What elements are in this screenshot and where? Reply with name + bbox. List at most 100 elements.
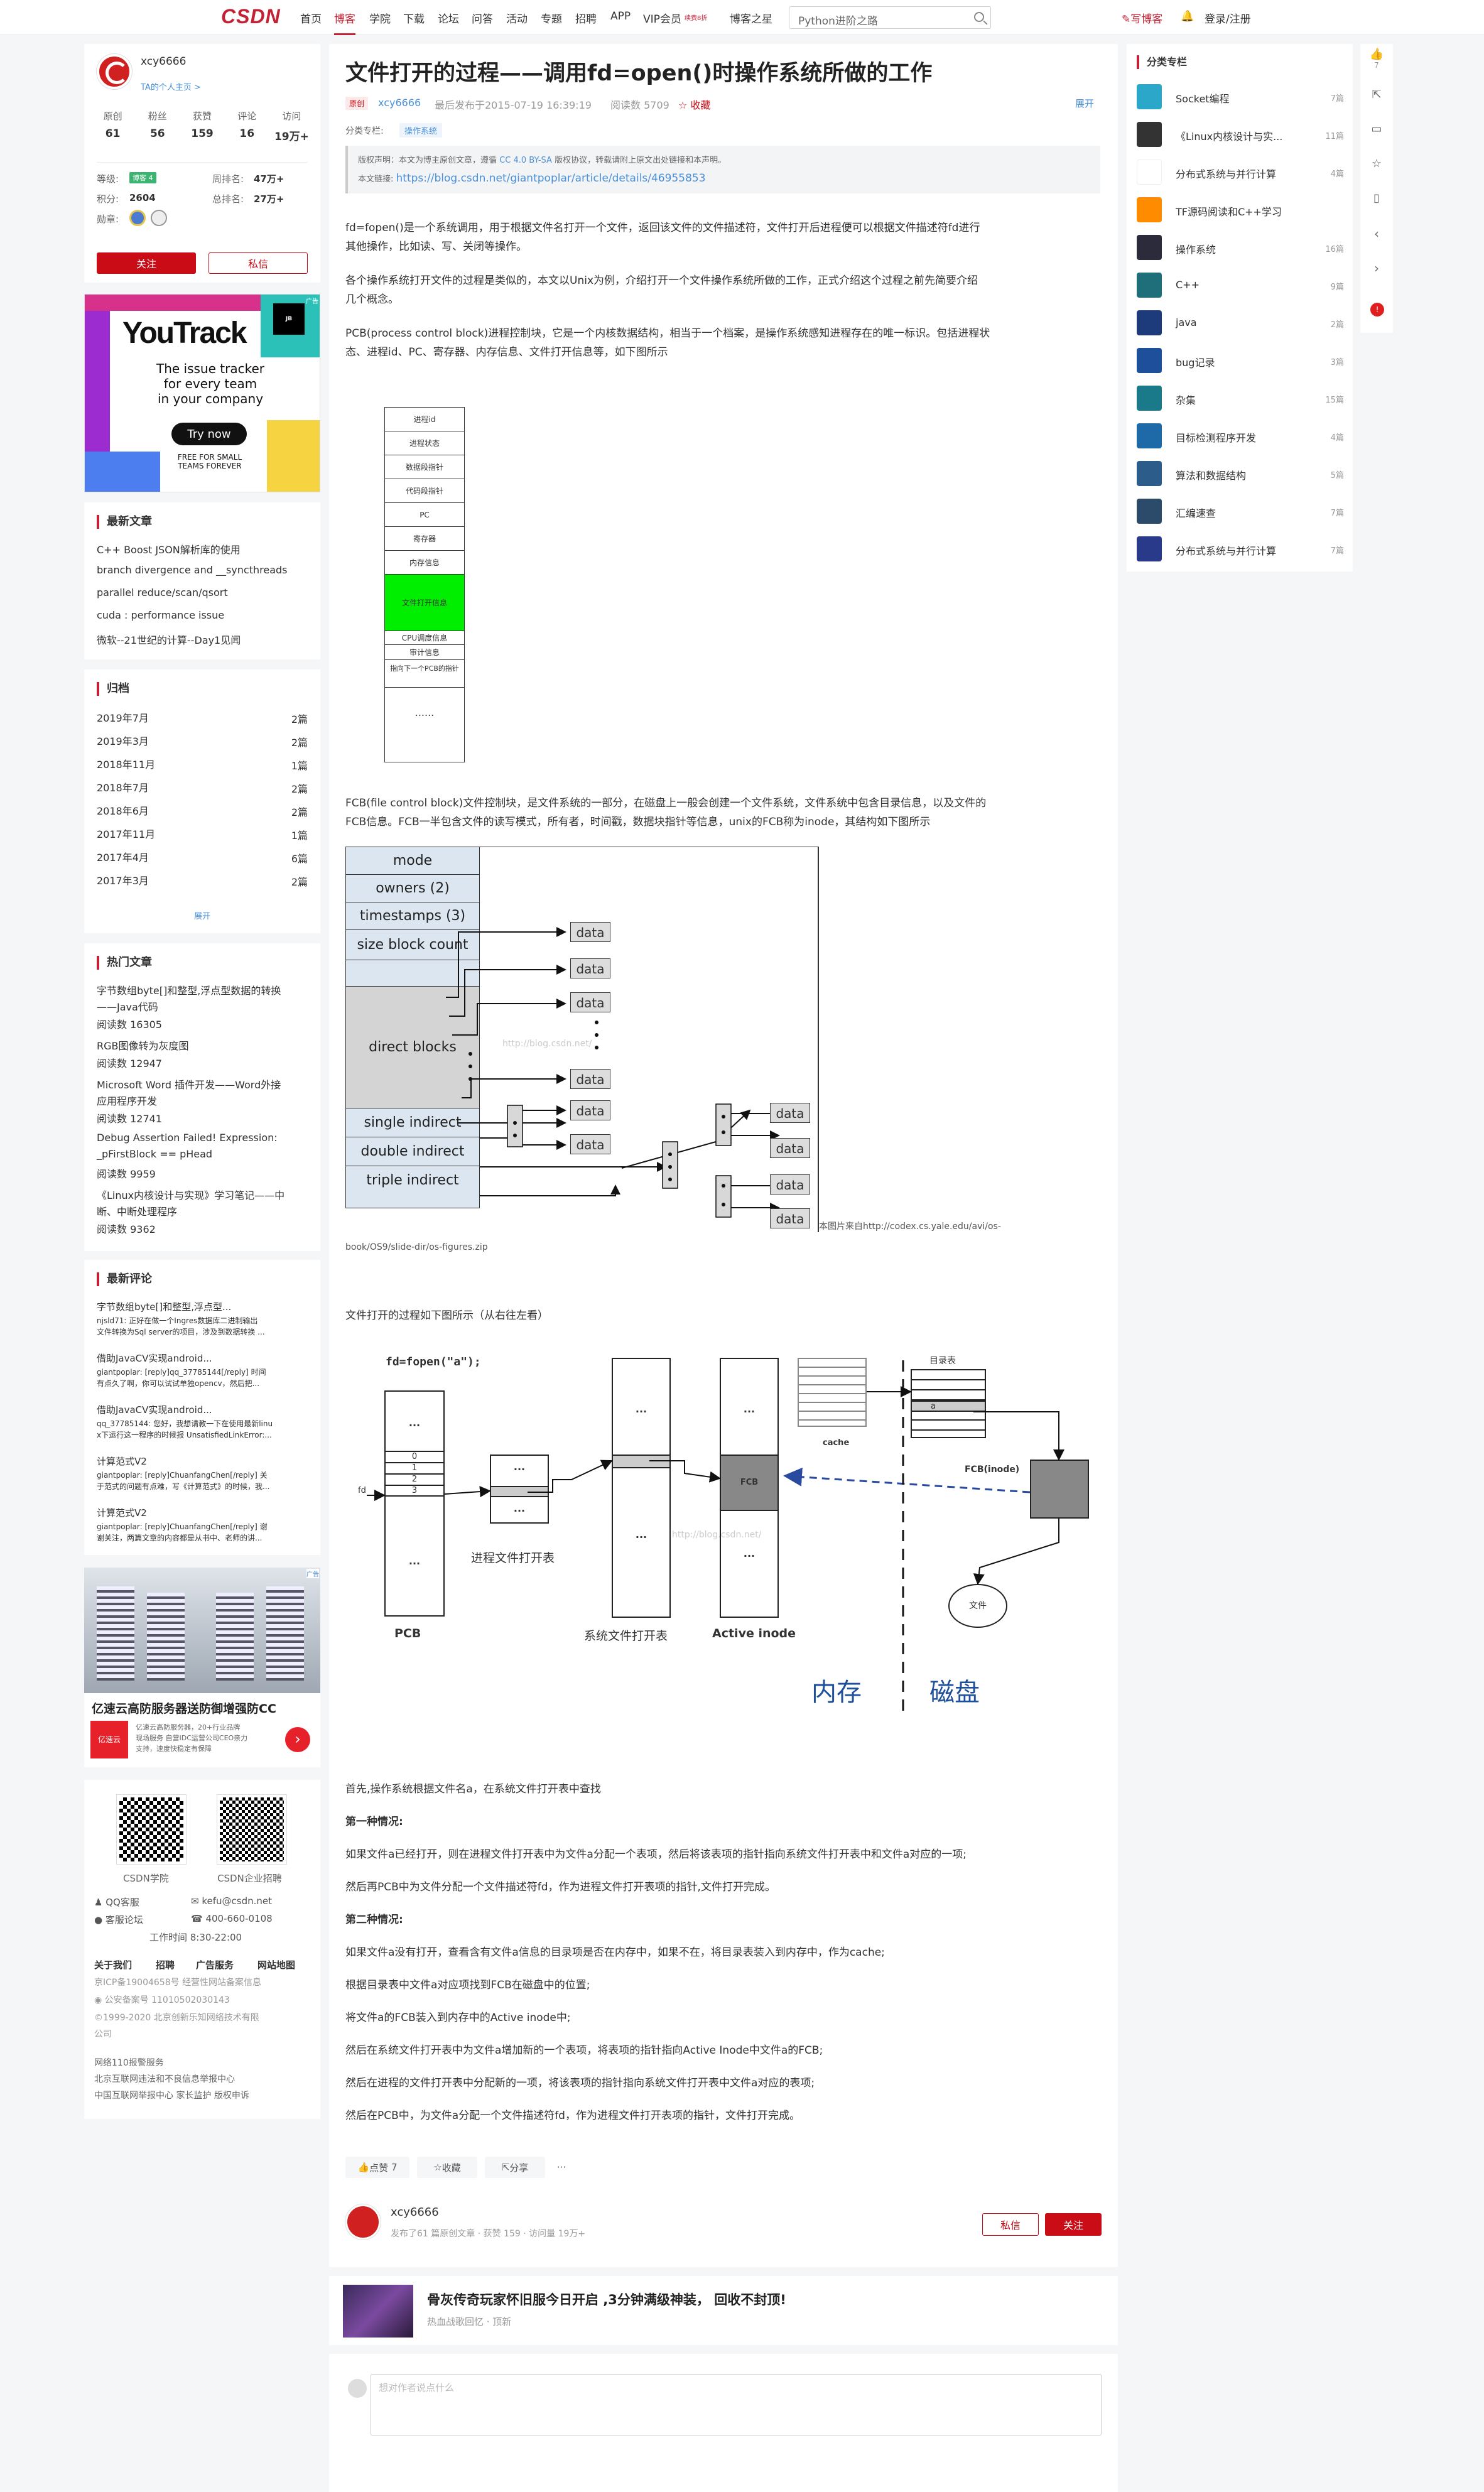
column-link[interactable]: 算法和数据结构 (1176, 470, 1247, 482)
recent-article-link[interactable]: branch divergence and __syncthreads (97, 564, 288, 576)
license-link[interactable]: CC 4.0 BY-SA (499, 156, 552, 165)
arrow-right-icon[interactable]: › (285, 1727, 310, 1752)
recent-article-link[interactable]: C++ Boost JSON解析库的使用 (97, 544, 241, 556)
nav-app[interactable]: APP (610, 10, 631, 23)
search-input[interactable]: Python进阶之路 (789, 6, 991, 29)
share-icon[interactable]: ⇱ (1372, 88, 1382, 101)
nav-blog-star[interactable]: 博客之星 (730, 13, 772, 26)
category-tag[interactable]: 操作系统 (399, 123, 443, 138)
expand-link[interactable]: 展开 (1075, 98, 1095, 109)
phone-link[interactable]: ☎ 400-660-0108 (191, 1913, 273, 1924)
comment-author[interactable]: qq_37785144: (97, 1419, 151, 1428)
column-link[interactable]: 分布式系统与并行计算 (1176, 168, 1277, 180)
archive-expand-link[interactable]: 展开 (193, 912, 210, 921)
profile-home-link[interactable]: TA的个人主页 > (141, 83, 201, 92)
nav-events[interactable]: 活动 (506, 13, 528, 26)
hot-article-link[interactable]: 《Linux内核设计与实现》学习笔记——中 (97, 1189, 285, 1201)
forum-link[interactable]: ● 客服论坛 (94, 1913, 143, 1926)
follow-button[interactable]: 关注 (97, 252, 196, 274)
hot-article-link-cont[interactable]: 应用程序开发 (97, 1095, 158, 1107)
search-icon[interactable] (974, 12, 984, 22)
archive-month[interactable]: 2018年7月 (97, 782, 149, 794)
like-button[interactable]: 👍 点赞 7 (345, 2157, 409, 2178)
footer-sitemap-link[interactable]: 网站地图 (257, 1959, 296, 1971)
author-avatar[interactable] (345, 2204, 381, 2240)
author-follow-button[interactable]: 关注 (1045, 2213, 1102, 2236)
nav-vip[interactable]: VIP会员 (643, 13, 681, 26)
comment-input[interactable]: 想对作者说点什么 (371, 2374, 1102, 2435)
report-110-link[interactable]: 网络110报警服务 (94, 2058, 164, 2068)
author-name[interactable]: xcy6666 (391, 2206, 439, 2219)
column-link[interactable]: TF源码阅读和C++学习 (1176, 206, 1282, 218)
rail-like[interactable]: 👍7 (1360, 44, 1393, 79)
try-now-button[interactable]: Try now (171, 423, 247, 445)
report-center-link[interactable]: 中国互联网举报中心 (94, 2091, 173, 2101)
medal-icon[interactable] (151, 210, 167, 226)
login-link[interactable]: 登录/注册 (1205, 13, 1251, 26)
comment-article-link[interactable]: 计算范式V2 (97, 1507, 147, 1519)
collect-link[interactable]: ☆ 收藏 (678, 97, 710, 112)
nav-download[interactable]: 下载 (403, 13, 425, 26)
police-record[interactable]: ◉ 公安备案号 11010502030143 (94, 1993, 230, 2006)
column-link[interactable]: bug记录 (1176, 357, 1215, 369)
nav-forum[interactable]: 论坛 (438, 13, 459, 26)
more-button[interactable]: ··· (556, 2162, 566, 2173)
hot-article-link[interactable]: RGB图像转为灰度图 (97, 1040, 189, 1052)
comment-article-link[interactable]: 字节数组byte[]和整型,浮点型... (97, 1301, 232, 1313)
lic-link[interactable]: 经营性网站备案信息 (182, 1978, 262, 1988)
column-link[interactable]: 目标检测程序开发 (1176, 432, 1257, 444)
nav-academy[interactable]: 学院 (369, 13, 391, 26)
nav-topics[interactable]: 专题 (541, 13, 562, 26)
archive-month[interactable]: 2018年6月 (97, 805, 149, 817)
hot-article-link-cont[interactable]: ——Java代码 (97, 1001, 158, 1013)
archive-month[interactable]: 2017年3月 (97, 875, 149, 887)
article-author-link[interactable]: xcy6666 (378, 97, 421, 109)
recent-article-link[interactable]: 微软--21世纪的计算--Day1见闻 (97, 634, 241, 646)
avatar[interactable] (97, 54, 132, 89)
archive-month[interactable]: 2019年7月 (97, 712, 149, 724)
message-button[interactable]: 私信 (209, 252, 308, 274)
archive-month[interactable]: 2019年3月 (97, 735, 149, 747)
nav-qa[interactable]: 问答 (472, 13, 493, 26)
column-link[interactable]: java (1176, 317, 1197, 328)
recent-article-link[interactable]: parallel reduce/scan/qsort (97, 587, 228, 599)
nav-blog[interactable]: 博客 (334, 10, 355, 35)
comment-article-link[interactable]: 借助JavaCV实现android... (97, 1353, 212, 1364)
column-link[interactable]: 《Linux内核设计与实... (1176, 131, 1283, 143)
email-link[interactable]: ✉ kefu@csdn.net (191, 1895, 272, 1907)
hot-article-link[interactable]: 字节数组byte[]和整型,浮点型数据的转换 (97, 985, 281, 997)
recent-article-link[interactable]: cuda : performance issue (97, 609, 225, 621)
hot-article-link[interactable]: Microsoft Word 插件开发——Word外接 (97, 1079, 281, 1091)
footer-about-link[interactable]: 关于我们 (94, 1959, 133, 1971)
comment-article-link[interactable]: 计算范式V2 (97, 1456, 147, 1467)
column-link[interactable]: C++ (1176, 279, 1200, 291)
medal-icon[interactable] (129, 210, 146, 226)
recommend-card[interactable]: 骨灰传奇玩家怀旧服今日开启 ,3分钟满级神装， 回收不封顶! 热血战歌回忆 · … (329, 2276, 1118, 2345)
archive-month[interactable]: 2017年4月 (97, 852, 149, 864)
archive-month[interactable]: 2017年11月 (97, 828, 156, 840)
nav-home[interactable]: 首页 (300, 13, 322, 26)
column-link[interactable]: 汇编速查 (1176, 507, 1216, 519)
share-button[interactable]: ⇱ 分享 (485, 2157, 545, 2178)
hot-article-link[interactable]: Debug Assertion Failed! Expression: (97, 1132, 278, 1144)
parental-link[interactable]: 家长监护 (176, 2091, 212, 2101)
qq-service-link[interactable]: ♟ QQ客服 (94, 1895, 139, 1909)
write-blog-button[interactable]: ✎写博客 (1122, 10, 1162, 26)
comment-icon[interactable]: ▭ (1371, 122, 1382, 136)
column-link[interactable]: 分布式系统与并行计算 (1176, 545, 1277, 557)
phone-icon[interactable]: ▯ (1373, 192, 1380, 205)
article-url-link[interactable]: https://blog.csdn.net/giantpoplar/articl… (396, 172, 706, 185)
hot-article-link-cont[interactable]: 断、中断处理程序 (97, 1206, 178, 1218)
comment-article-link[interactable]: 借助JavaCV实现android... (97, 1404, 212, 1416)
hot-article-link-cont[interactable]: _pFirstBlock == pHead (97, 1148, 213, 1160)
report-beijing-link[interactable]: 北京互联网违法和不良信息举报中心 (94, 2074, 235, 2084)
chevron-left-icon[interactable]: ‹ (1374, 226, 1379, 241)
profile-name[interactable]: xcy6666 (141, 55, 187, 68)
collect-button[interactable]: ☆ 收藏 (417, 2157, 477, 2178)
